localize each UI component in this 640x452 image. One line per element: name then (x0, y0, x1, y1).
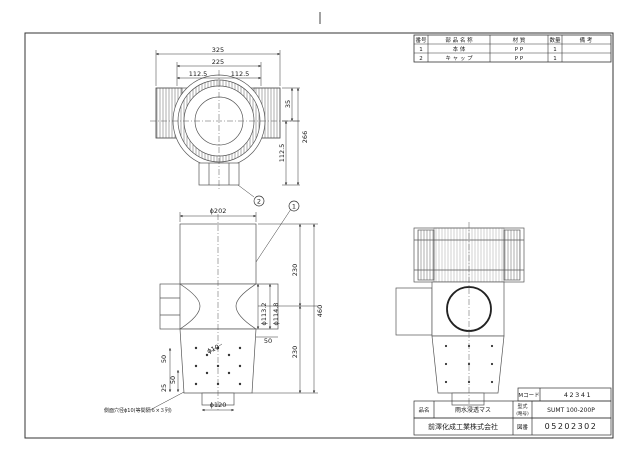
dim-offset-112-5: 112.5 (278, 144, 286, 163)
dim-height-upper: 230 (291, 264, 299, 276)
balloon-cap: 2 (253, 195, 265, 207)
dim-height-lower: 230 (291, 346, 299, 358)
dim-pitch-50b: 50 (169, 376, 177, 384)
drawing-label: 図番 (517, 424, 529, 431)
dim-socket: 50 (264, 337, 272, 345)
front-view-dimensions (149, 205, 318, 412)
parts-row-1-material: P P (515, 47, 524, 53)
top-view (150, 70, 300, 190)
dim-offset-35: 35 (284, 100, 292, 108)
svg-text:1: 1 (292, 203, 296, 211)
dim-total-height: 460 (316, 305, 324, 317)
drawing-frame (24, 32, 614, 439)
product-name: 雨水浸透マス (455, 406, 491, 414)
model-value: SUMT 100-200P (547, 407, 595, 414)
hole-note: 側面穴径ϕ10(等間隔６×３列) (104, 407, 172, 414)
dim-top-diameter: ϕ202 (210, 207, 227, 215)
mcode-label: Mコード (518, 392, 539, 399)
parts-header-name: 部 品 名 称 (445, 36, 473, 44)
parts-header-no: 番号 (415, 37, 427, 44)
parts-row-1-no: 1 (419, 47, 423, 53)
dim-inner-width: 225 (212, 58, 224, 66)
dim-half-left: 112.5 (189, 70, 208, 78)
model-label: 型式 (517, 403, 527, 410)
side-perforation-holes (444, 344, 494, 384)
parts-table: 番号 部 品 名 称 材 質 数量 備 考 1 本 体 P P 1 2 キ ャ … (413, 34, 612, 63)
parts-row-2-qty: 1 (553, 56, 557, 62)
side-view (395, 222, 525, 410)
dim-pipe-outer: ϕ114.8 (272, 303, 280, 326)
name-label: 品名 (418, 406, 429, 414)
front-view (159, 214, 279, 410)
balloon-body: 1 (288, 200, 300, 212)
parts-row-2-material: P P (515, 56, 524, 62)
perforation-holes (194, 346, 242, 386)
parts-header-remarks: 備 考 (580, 36, 593, 44)
dim-pitch-25: 25 (160, 384, 168, 392)
dim-pipe-inner: ϕ113.2 (260, 303, 268, 326)
dim-pitch-50: 50 (160, 355, 168, 363)
mcode-value: 42341 (564, 391, 592, 399)
parts-header-material: 材 質 (513, 36, 526, 44)
title-block (413, 387, 612, 436)
dim-overall-width: 325 (212, 46, 224, 54)
company-name: 前澤化成工業株式会社 (428, 422, 498, 431)
top-view-dimensions (155, 50, 300, 198)
model-label-sub: (略号) (516, 410, 529, 417)
parts-row-1-name: 本 体 (453, 45, 466, 53)
drawing-number: 05202302 (545, 422, 598, 431)
parts-row-2-name: キ ャ ッ プ (445, 55, 473, 62)
parts-header-qty: 数量 (549, 36, 561, 44)
svg-text:2: 2 (257, 198, 261, 206)
dim-half-right: 112.5 (231, 70, 250, 78)
parts-row-2-no: 2 (419, 56, 423, 62)
dim-bottom-diameter: ϕ120 (210, 401, 227, 409)
parts-row-1-qty: 1 (553, 47, 557, 53)
dim-height-266: 266 (301, 131, 309, 143)
